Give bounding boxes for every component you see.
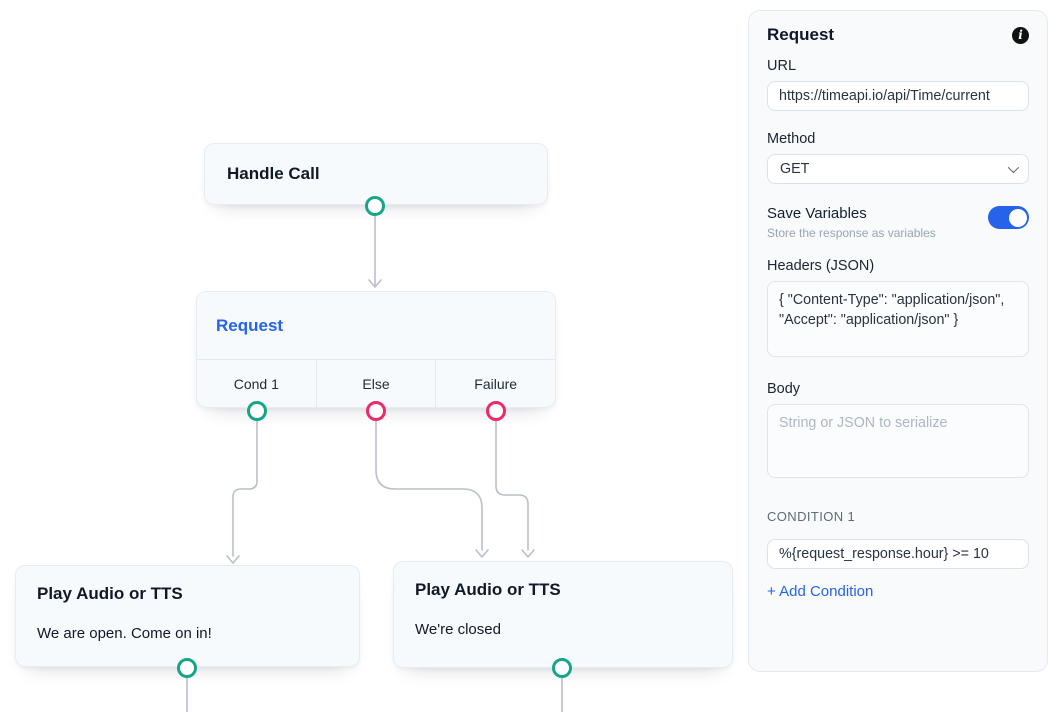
port-else-out[interactable] — [366, 401, 386, 421]
node-title: Play Audio or TTS — [415, 580, 561, 599]
condition-section-label: CONDITION 1 — [767, 509, 856, 524]
node-request[interactable]: Request Cond 1 Else Failure — [196, 291, 556, 408]
port-handle-call-out[interactable] — [365, 196, 385, 216]
body-textarea[interactable] — [767, 404, 1029, 478]
save-variables-label: Save Variables — [767, 205, 867, 222]
request-branches: Cond 1 Else Failure — [197, 359, 555, 408]
headers-textarea[interactable]: { "Content-Type": "application/json", "A… — [767, 281, 1029, 357]
condition-input[interactable] — [767, 539, 1029, 569]
arrowhead — [226, 555, 240, 564]
node-title: Play Audio or TTS — [37, 584, 183, 603]
headers-label: Headers (JSON) — [767, 258, 875, 274]
edge-failure-playclosed — [495, 420, 529, 551]
node-title: Handle Call — [227, 164, 320, 183]
node-request-header: Request — [197, 292, 555, 359]
node-tts-text: We are open. Come on in! — [37, 625, 212, 642]
edge-cond1-playopen — [232, 420, 258, 557]
body-label: Body — [767, 381, 801, 397]
branch-else[interactable]: Else — [315, 360, 436, 408]
branch-failure[interactable]: Failure — [435, 360, 555, 408]
edge-else-playclosed — [375, 420, 483, 551]
port-failure-out[interactable] — [486, 401, 506, 421]
add-condition-button[interactable]: + Add Condition — [767, 583, 874, 600]
chevron-down-icon — [1007, 161, 1020, 174]
method-selected-value: GET — [780, 161, 810, 177]
arrowhead — [521, 549, 535, 558]
node-title: Request — [216, 315, 284, 335]
port-cond1-out[interactable] — [247, 401, 267, 421]
save-variables-toggle[interactable] — [988, 206, 1029, 229]
port-play-closed-out[interactable] — [552, 658, 572, 678]
port-play-open-out[interactable] — [177, 658, 197, 678]
branch-cond1[interactable]: Cond 1 — [233, 376, 279, 392]
method-label: Method — [767, 131, 816, 147]
url-label: URL — [767, 58, 797, 74]
request-properties-panel: Request i URL Method GET Save Variables … — [748, 10, 1048, 672]
arrowhead — [475, 549, 489, 558]
node-play-audio-open[interactable]: Play Audio or TTS We are open. Come on i… — [15, 565, 360, 667]
toggle-knob — [1008, 208, 1027, 227]
arrowhead — [368, 279, 382, 288]
info-icon[interactable]: i — [1012, 26, 1029, 44]
node-play-audio-closed[interactable]: Play Audio or TTS We're closed — [393, 561, 733, 668]
save-variables-description: Store the response as variables — [767, 226, 936, 240]
method-select[interactable]: GET — [767, 154, 1029, 184]
node-tts-text: We're closed — [415, 621, 501, 638]
panel-title: Request — [767, 25, 835, 44]
url-input[interactable] — [767, 81, 1029, 111]
